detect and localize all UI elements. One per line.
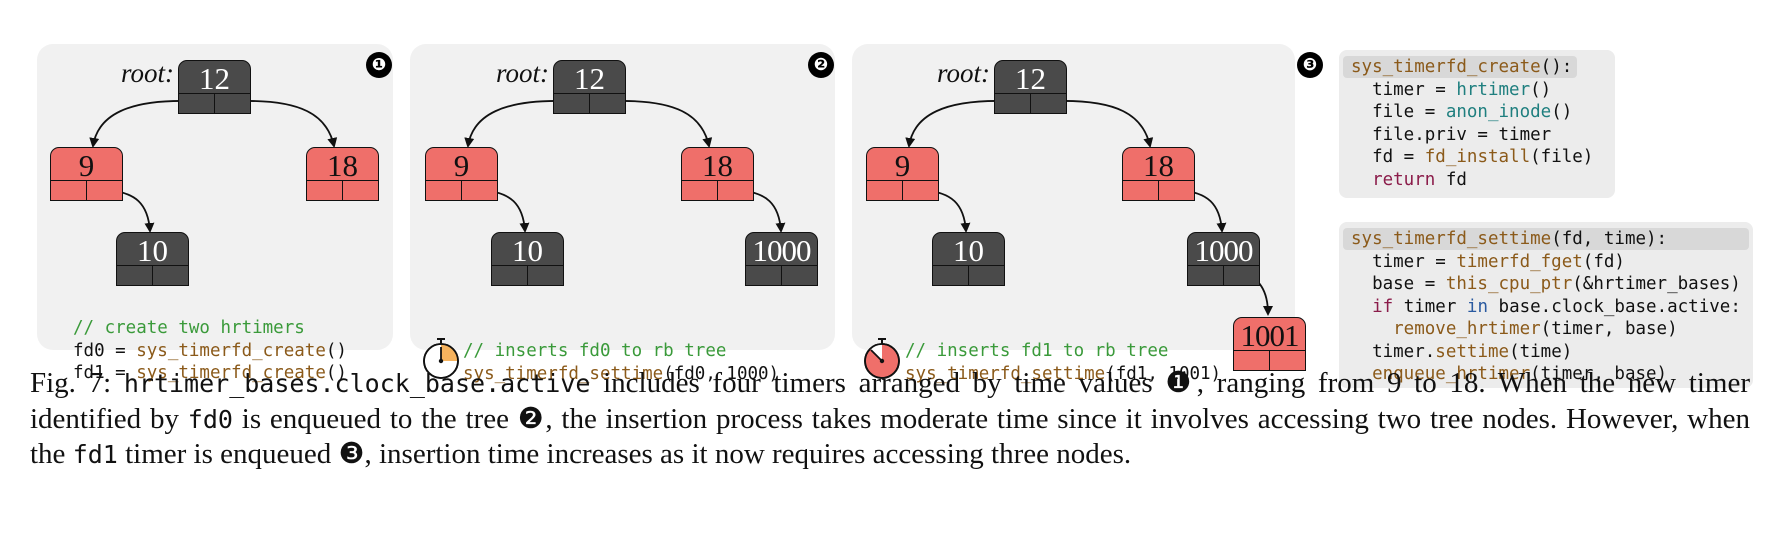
tree-node: 1000 bbox=[1187, 232, 1260, 286]
panel-3-code: // inserts fd1 to rb tree sys_timerfd_se… bbox=[905, 341, 1222, 384]
tree-node: 12 bbox=[994, 60, 1067, 114]
panel-2-code: // inserts fd0 to rb tree sys_timerfd_se… bbox=[463, 341, 780, 384]
panel-1-code: // create two hrtimers fd0 = sys_timerfd… bbox=[73, 318, 347, 383]
step-badge-1: ❶ bbox=[366, 52, 392, 78]
root-label: root: bbox=[496, 58, 549, 88]
root-label: root: bbox=[937, 58, 990, 88]
code-comment: // inserts fd0 to rb tree bbox=[463, 341, 727, 361]
tree-node: 12 bbox=[553, 60, 626, 114]
tree-node: 9 bbox=[425, 147, 498, 201]
tree-node: 18 bbox=[1122, 147, 1195, 201]
code-create: sys_timerfd_create(): timer = hrtimer() … bbox=[1351, 57, 1594, 190]
figure-caption: Fig. 7: hrtimer_bases.clock_base.active … bbox=[30, 367, 1750, 470]
tree-node: 9 bbox=[50, 147, 123, 201]
tree-node: 10 bbox=[491, 232, 564, 286]
stopwatch-icon bbox=[423, 338, 459, 379]
tree-node: 10 bbox=[116, 232, 189, 286]
tree-node: 9 bbox=[866, 147, 939, 201]
code-comment: // inserts fd1 to rb tree bbox=[905, 341, 1169, 361]
tree-node: 12 bbox=[178, 60, 251, 114]
tree-node: 18 bbox=[306, 147, 379, 201]
root-label: root: bbox=[121, 58, 174, 88]
code-box-create bbox=[1339, 50, 1615, 198]
code-settime: sys_timerfd_settime(fd, time): timer = t… bbox=[1351, 229, 1741, 384]
code-comment: // create two hrtimers bbox=[73, 318, 305, 338]
tree-node: 10 bbox=[932, 232, 1005, 286]
tree-node: 18 bbox=[681, 147, 754, 201]
stopwatch-icon bbox=[864, 338, 900, 379]
step-badge-2: ❷ bbox=[808, 52, 834, 78]
step-badge-3: ❸ bbox=[1297, 52, 1323, 78]
tree-node: 1001 bbox=[1233, 317, 1306, 371]
tree-node: 1000 bbox=[745, 232, 818, 286]
code-box-settime bbox=[1339, 222, 1753, 388]
